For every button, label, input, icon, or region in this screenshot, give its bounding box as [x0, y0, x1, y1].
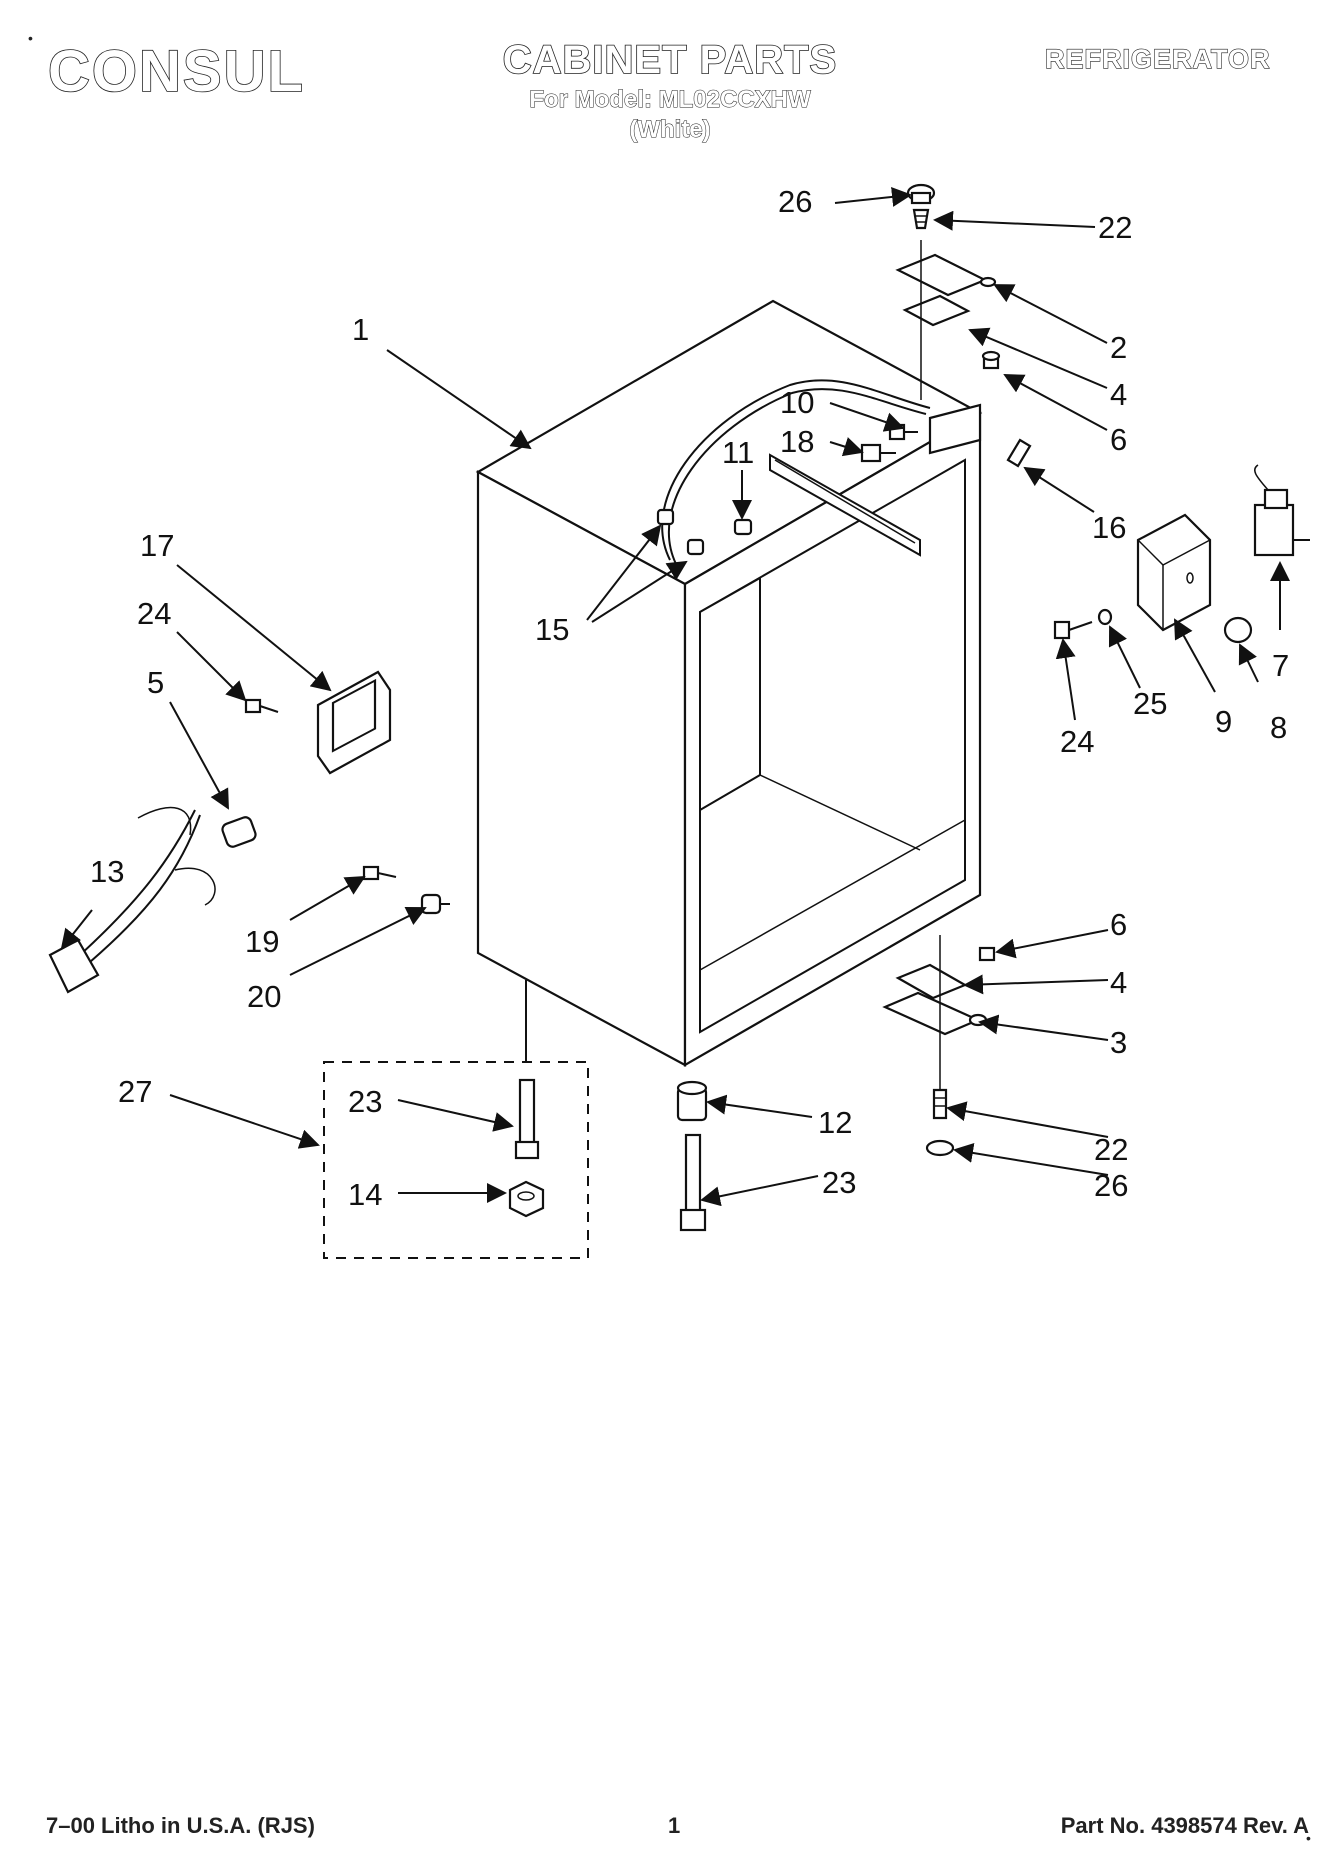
callout-20: 20	[247, 979, 281, 1014]
callout-7: 7	[1272, 648, 1289, 683]
callout-15: 15	[535, 612, 569, 647]
bottom-hinge-assembly	[882, 935, 996, 1157]
bracket-17	[316, 670, 392, 775]
callout-23-right: 23	[822, 1165, 856, 1200]
callout-4-bottom: 4	[1110, 965, 1127, 1000]
callout-13: 13	[90, 854, 124, 889]
page-title: CABINET PARTS	[502, 37, 838, 83]
callout-4-top: 4	[1110, 377, 1127, 412]
callout-3: 3	[1110, 1025, 1127, 1060]
thermostat-7	[1253, 464, 1310, 557]
callout-6-top: 6	[1110, 422, 1127, 457]
page-number: 1	[668, 1813, 681, 1838]
cabinet-shell	[475, 299, 983, 1067]
callout-10: 10	[780, 385, 814, 420]
callout-16: 16	[1092, 510, 1126, 545]
callout-12: 12	[818, 1105, 852, 1140]
plugs-15	[656, 508, 705, 556]
callout-23-left: 23	[348, 1084, 382, 1119]
callout-18: 18	[780, 424, 814, 459]
callout-27: 27	[118, 1074, 152, 1109]
brand-logo: CONSUL	[47, 38, 305, 105]
callout-1: 1	[352, 312, 369, 347]
callout-14: 14	[348, 1177, 382, 1212]
callout-24-left: 24	[137, 596, 171, 631]
power-cord-13	[48, 806, 216, 994]
callout-26-top: 26	[778, 184, 812, 219]
model-number: For Model: ML02CCXHW	[529, 86, 811, 114]
callout-19: 19	[245, 924, 279, 959]
corner-mark: •	[28, 30, 33, 46]
callout-26-bottom: 26	[1094, 1168, 1128, 1203]
knob-8	[1223, 616, 1253, 644]
screw-24-left	[244, 698, 279, 714]
callout-25: 25	[1133, 686, 1167, 721]
callout-5: 5	[147, 665, 164, 700]
corner-mark: •	[1306, 1830, 1311, 1846]
callout-24-right: 24	[1060, 724, 1094, 759]
thermostat-housing-9	[1136, 513, 1212, 632]
top-hinge-assembly	[895, 183, 1001, 400]
part-20	[420, 893, 450, 915]
part-number: Part No. 4398574 Rev. A	[1060, 1813, 1309, 1838]
callout-2: 2	[1110, 330, 1127, 365]
callout-22-top: 22	[1098, 210, 1132, 245]
callout-6-bottom: 6	[1110, 907, 1127, 942]
callout-8: 8	[1270, 710, 1287, 745]
callout-11: 11	[722, 435, 754, 470]
model-variant: (White)	[629, 116, 711, 144]
callout-9: 9	[1215, 704, 1232, 739]
screw-19	[362, 865, 397, 881]
leader-lines	[60, 186, 1290, 1207]
screw-24-right	[1053, 608, 1113, 640]
callout-22-bottom: 22	[1094, 1132, 1128, 1167]
leveling-leg-kit-27	[323, 980, 589, 1259]
leveling-leg-12-23	[676, 1080, 708, 1232]
appliance-category: REFRIGERATOR	[1044, 43, 1271, 74]
plug-11	[733, 518, 753, 536]
clip-16	[1006, 438, 1032, 468]
callout-labels: 1 26 22 2 4 6 10 18 11 15 16 17 24 5 13 …	[90, 184, 1289, 1212]
bushing-5	[221, 816, 257, 848]
callout-17: 17	[140, 528, 174, 563]
print-info: 7–00 Litho in U.S.A. (RJS)	[46, 1813, 315, 1838]
